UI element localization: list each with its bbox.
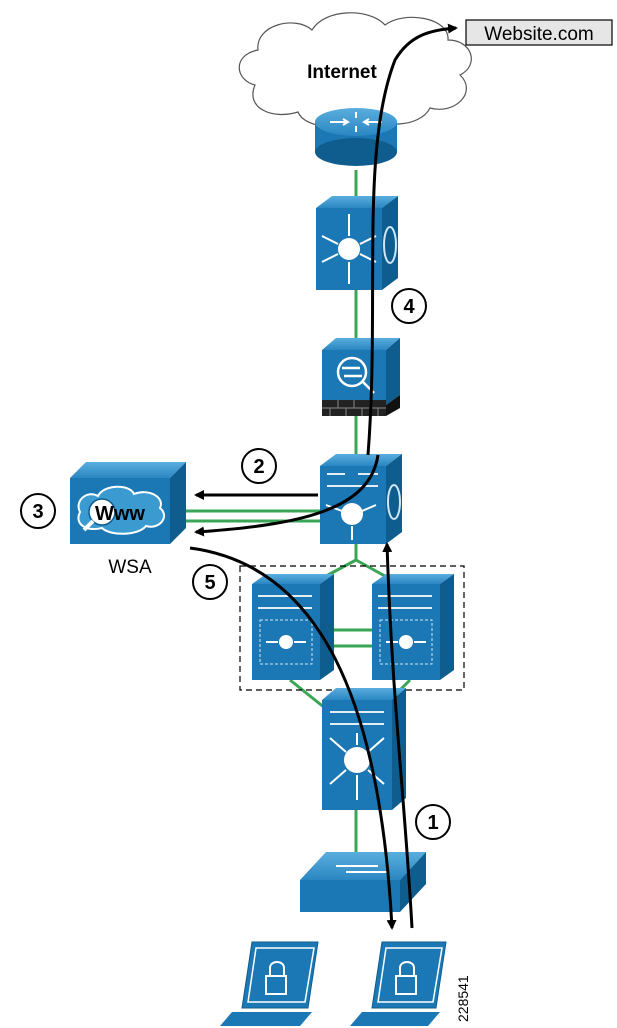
core-switch-icon	[320, 454, 402, 544]
step-badge-1: 1	[415, 804, 451, 840]
step-number-4: 4	[403, 296, 415, 318]
laptop-icon	[220, 941, 319, 1026]
access-switch-icon	[300, 852, 426, 912]
layer3-switch-icon	[322, 688, 406, 810]
step-badge-4: 4	[391, 288, 427, 324]
flow-arrows	[189, 23, 458, 930]
distribution-switch-icon	[372, 574, 454, 680]
distribution-block	[239, 565, 465, 691]
wsa-appliance-icon: Www WSA	[70, 462, 186, 578]
step-number-2: 2	[253, 456, 264, 478]
flow-arrow-3	[194, 454, 380, 537]
cloud-label: Internet	[307, 62, 377, 83]
step-badge-2: 2	[241, 448, 277, 484]
website-box: Website.com	[465, 19, 613, 46]
distribution-switch-icon	[252, 574, 334, 680]
step-badge-3: 3	[20, 493, 56, 529]
step-number-3: 3	[32, 501, 43, 523]
figure-id: 228541	[455, 975, 471, 1022]
router-icon	[315, 108, 397, 166]
flow-arrow-1	[382, 542, 414, 929]
layer3-switch-icon	[316, 196, 398, 290]
website-label: Website.com	[484, 24, 593, 45]
step-badge-5: 5	[192, 564, 228, 600]
step-number-1: 1	[427, 812, 438, 834]
flow-arrow-4	[366, 23, 458, 456]
step-number-5: 5	[204, 572, 215, 594]
laptop-icon	[350, 941, 447, 1026]
wsa-label: WSA	[108, 557, 152, 578]
flow-arrow-5	[189, 546, 397, 930]
wsa-icon-text: Www	[95, 503, 145, 525]
firewall-icon	[322, 338, 400, 416]
